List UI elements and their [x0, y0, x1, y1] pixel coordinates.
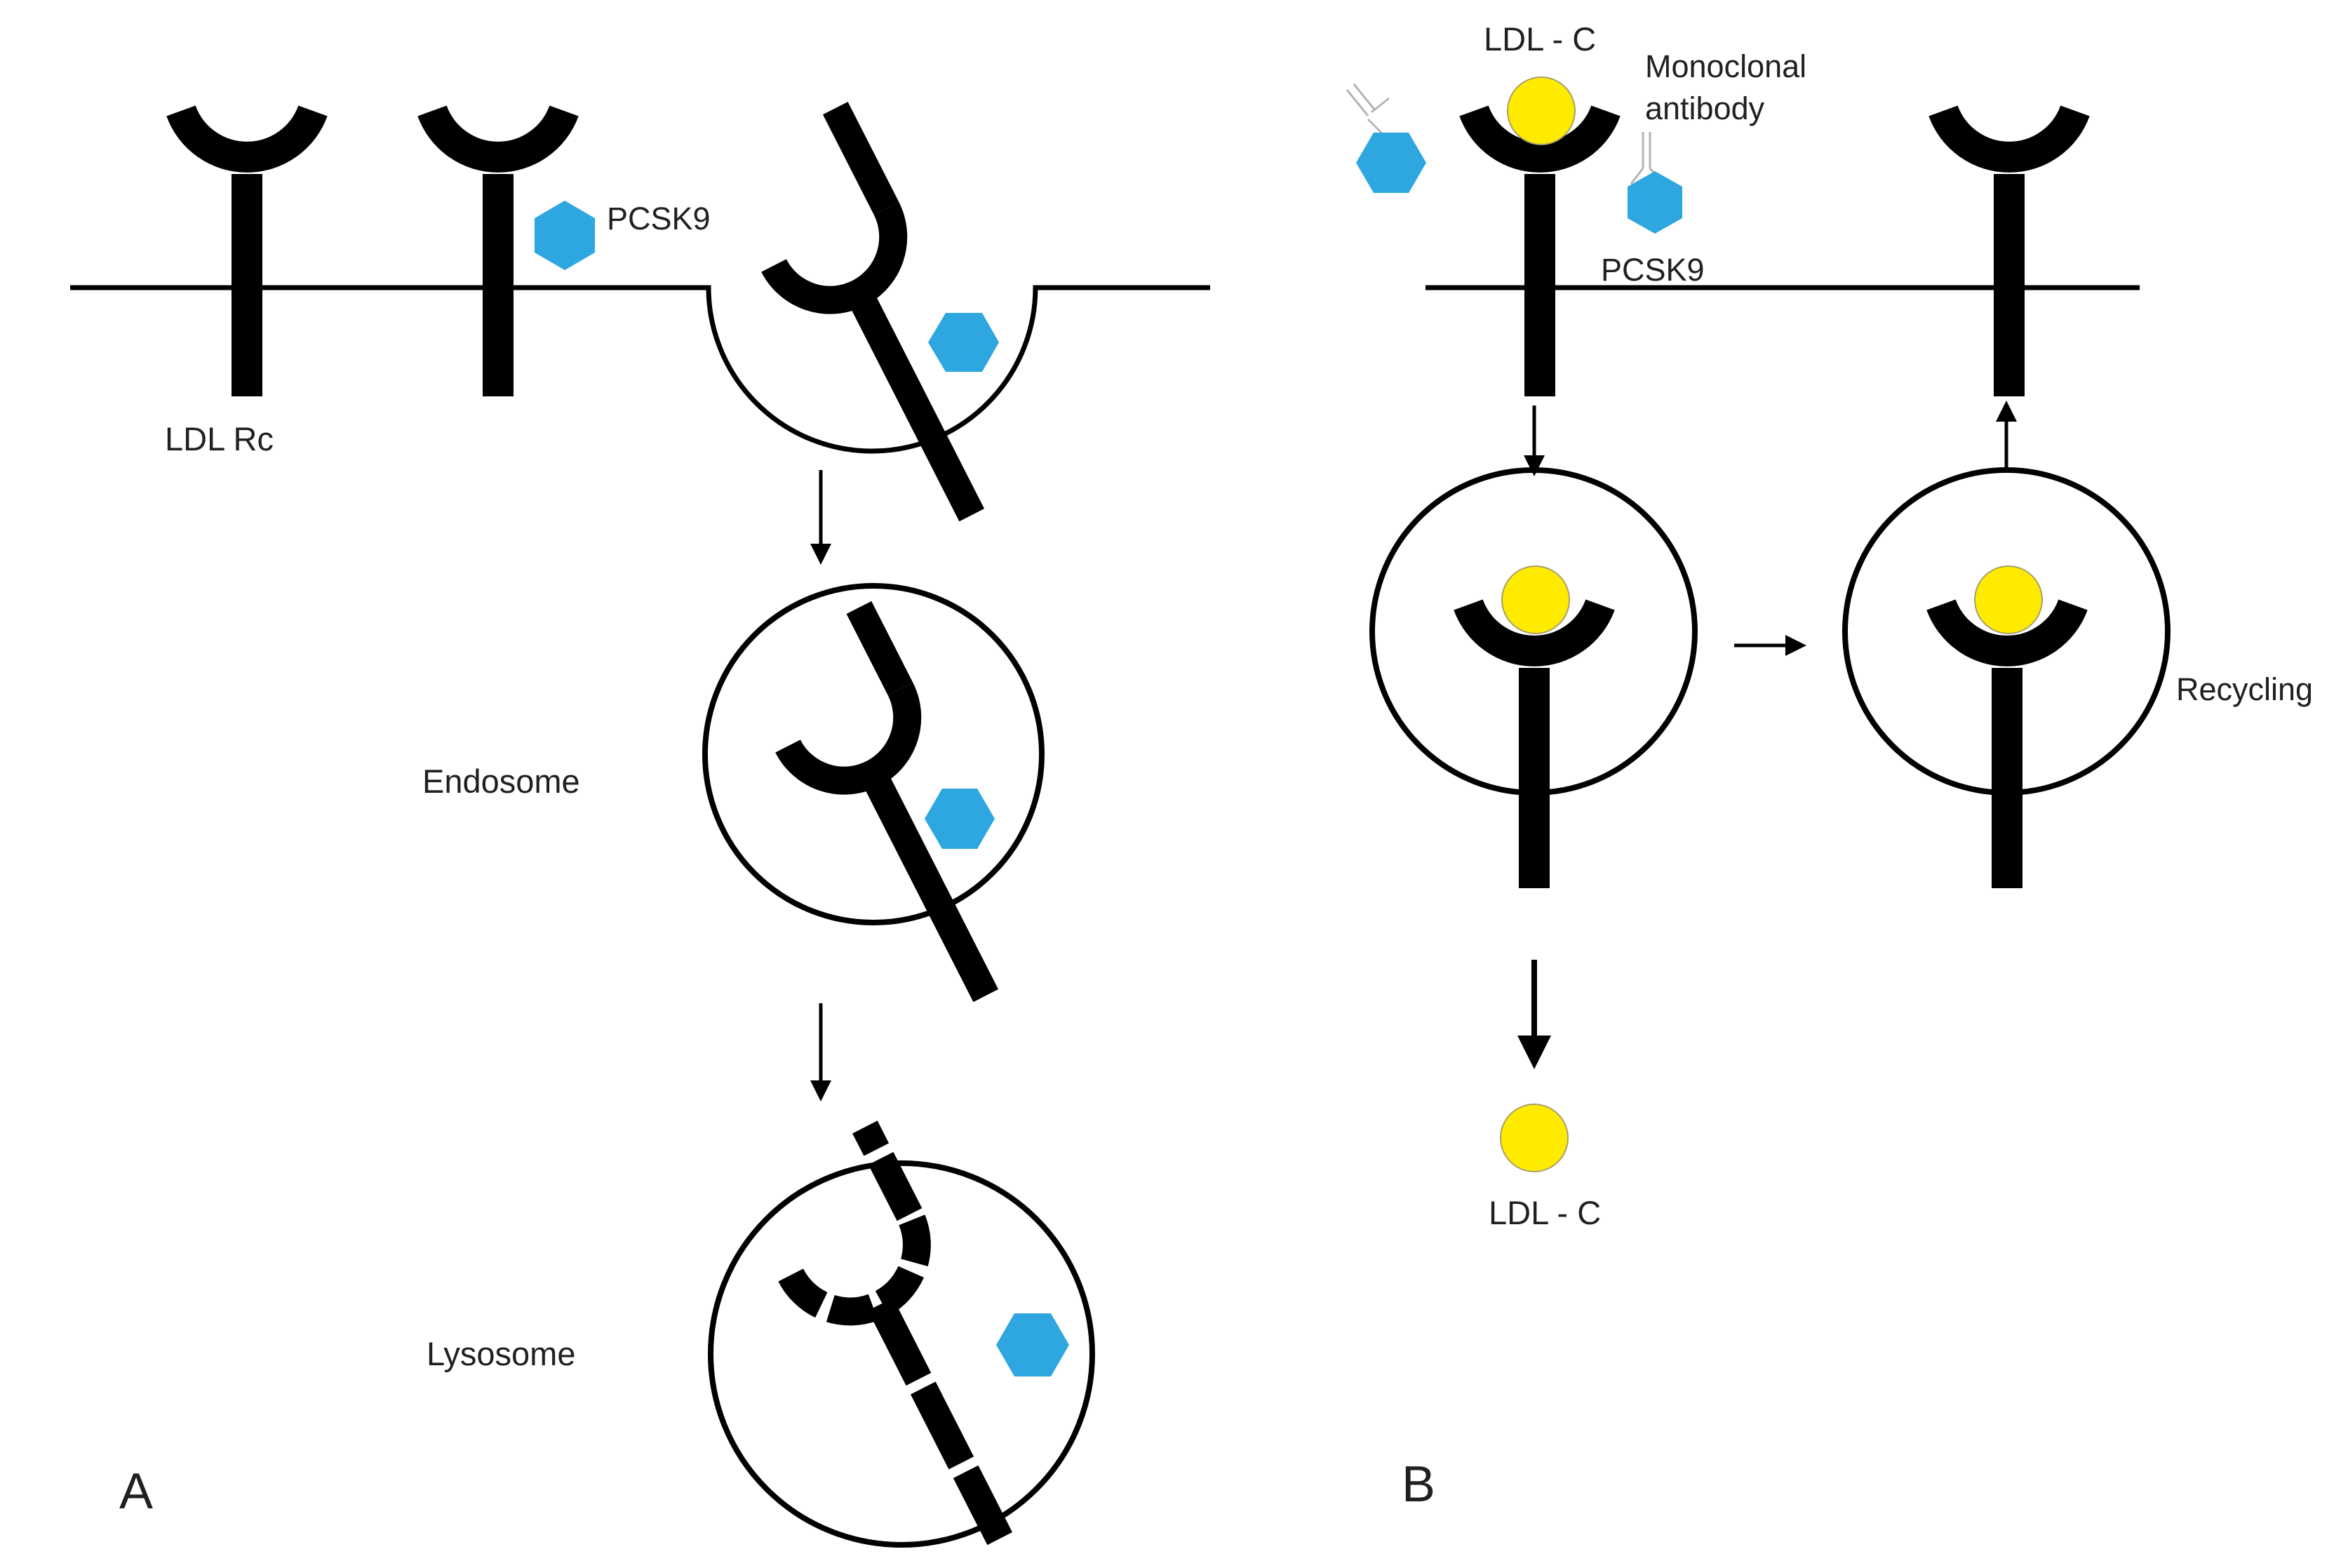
ldl-receptor-label: LDL Rc — [165, 420, 274, 457]
degraded-receptor-icon — [778, 1120, 1013, 1546]
ldl-receptor-icon — [417, 105, 579, 396]
ldl-receptor-icon — [1928, 105, 2090, 396]
pcsk9-hexagon-icon — [535, 201, 595, 270]
lysosome-label: Lysosome — [427, 1335, 575, 1372]
pcsk9-hexagon-icon — [925, 789, 995, 849]
ldl-particle-icon — [1500, 1104, 1569, 1172]
pcsk9-hexagon-icon — [1356, 133, 1426, 193]
panel-a-letter: A — [119, 1463, 153, 1520]
ldl-receptor-icon — [1926, 598, 2088, 888]
endosome-label: Endosome — [422, 763, 580, 800]
tilted-receptor-icon — [775, 601, 999, 1003]
lysosome-vesicle — [708, 1160, 1095, 1548]
ldl-particle-icon — [1974, 565, 2043, 634]
ldl-receptor-icon — [1459, 105, 1621, 396]
ldl-particle-icon — [1507, 76, 1576, 145]
monoclonal-antibody-icon — [1346, 83, 1390, 138]
antibody-label-line2: antibody — [1645, 91, 1765, 126]
panel-a: PCSK9 LDL Rc Endosome Lysosom — [70, 102, 1210, 1548]
ldl-receptor-icon — [166, 105, 328, 396]
ldl-particle-icon — [1501, 565, 1570, 634]
tilted-receptor-icon — [761, 102, 985, 522]
antibody-label-line1: Monoclonal — [1645, 48, 1806, 84]
endosome-vesicle — [702, 583, 1045, 925]
ldl-receptor-icon — [1454, 598, 1615, 888]
panel-b-letter: B — [1402, 1456, 1435, 1513]
cell-membrane-a — [70, 285, 1210, 454]
recycling-label: Recycling — [2176, 671, 2313, 707]
ldl-c-bottom-label: LDL - C — [1489, 1194, 1601, 1231]
ldl-c-top-label: LDL - C — [1484, 20, 1596, 58]
panel-b: LDL - C Monoclonal antibody PCSK9 — [1346, 20, 2313, 1513]
pcsk9-label: PCSK9 — [607, 201, 711, 236]
pcsk9-hexagon-icon — [928, 313, 999, 372]
pcsk9-hexagon-icon — [996, 1313, 1069, 1376]
pcsk9-label-b: PCSK9 — [1601, 252, 1705, 288]
pcsk9-hexagon-icon — [1628, 171, 1682, 234]
